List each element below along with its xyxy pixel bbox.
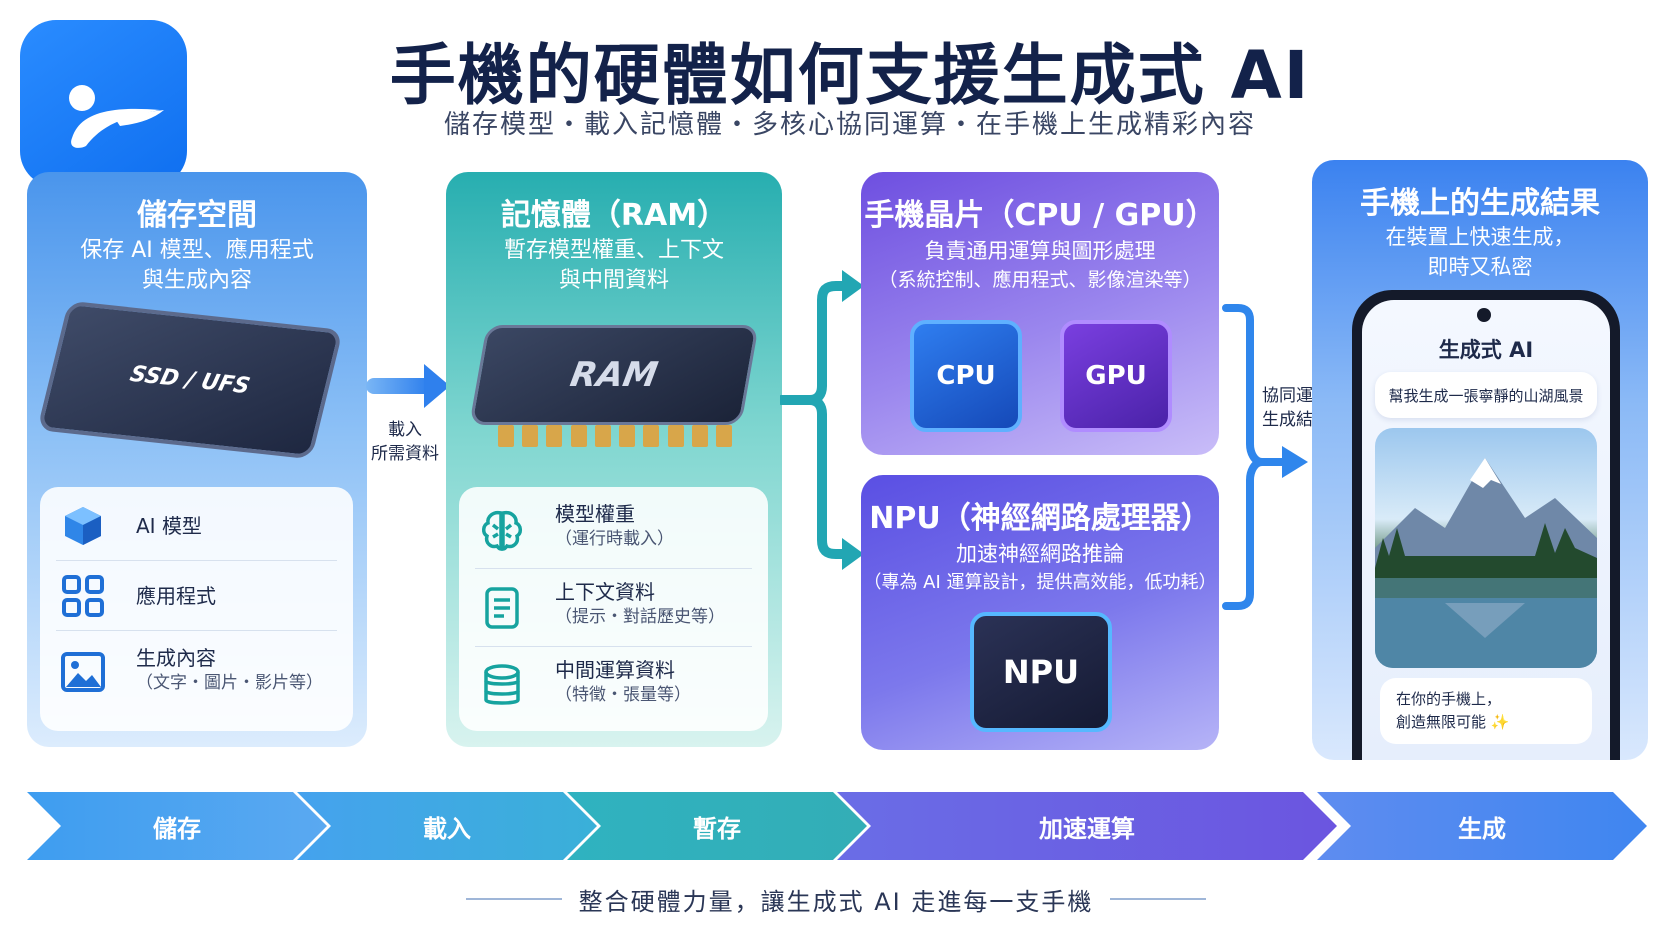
footer-tagline: 整合硬體力量，讓生成式 AI 走進每一支手機 bbox=[578, 888, 1094, 916]
list-item: 上下文資料 （提示・對話歷史等） bbox=[475, 569, 752, 647]
image-icon bbox=[60, 649, 106, 695]
app-logo bbox=[20, 20, 187, 187]
ram-pins-icon bbox=[490, 425, 740, 449]
load-arrow-icon bbox=[366, 364, 450, 408]
flow-step-cache: 暫存 bbox=[567, 792, 867, 860]
flow-step-store: 儲存 bbox=[27, 792, 327, 860]
result-desc-line2: 即時又私密 bbox=[1427, 255, 1533, 279]
page-subtitle: 儲存模型・載入記憶體・多核心協同運算・在手機上生成精彩內容 bbox=[443, 110, 1256, 140]
storage-item-list: AI 模型 應用程式 生成內容 （文字・圖片・影片等） bbox=[40, 487, 353, 731]
list-item-label: 中間運算資料 bbox=[555, 658, 675, 682]
list-item-label: 模型權重 bbox=[555, 502, 635, 526]
load-label-line2: 所需資料 bbox=[371, 444, 439, 464]
list-item-sub: （特徵・張量等） bbox=[555, 685, 691, 705]
process-flow: 儲存 載入 暫存 加速運算 生成 bbox=[27, 792, 1647, 860]
cpu-chip-icon: CPU bbox=[910, 320, 1022, 432]
cpu-gpu-title: 手機晶片（CPU / GPU） bbox=[864, 198, 1216, 233]
result-title: 手機上的生成結果 bbox=[1360, 186, 1600, 221]
ram-title: 記憶體（RAM） bbox=[500, 198, 728, 233]
load-label: 載入 所需資料 bbox=[362, 418, 448, 466]
list-item: 應用程式 bbox=[56, 561, 337, 631]
branch-arrow-icon bbox=[780, 270, 864, 570]
database-icon bbox=[479, 663, 525, 709]
npu-chip-icon: NPU bbox=[970, 612, 1112, 732]
npu-title: NPU（神經網路處理器） bbox=[869, 501, 1211, 536]
reply-bubble: 在你的手機上， 創造無限可能 ✨ bbox=[1380, 678, 1592, 744]
ram-chip-label: RAM bbox=[567, 355, 661, 395]
storage-desc-line1: 保存 AI 模型、應用程式 bbox=[80, 238, 314, 263]
list-item: 生成內容 （文字・圖片・影片等） bbox=[56, 631, 337, 721]
list-item-label: 生成內容 bbox=[136, 646, 216, 670]
footer-divider-left bbox=[466, 898, 562, 900]
gpu-chip-label: GPU bbox=[1085, 361, 1147, 391]
person-swoosh-icon bbox=[69, 85, 164, 148]
list-item-sub: （運行時載入） bbox=[555, 529, 674, 549]
storage-title: 儲存空間 bbox=[137, 198, 257, 233]
list-item: 模型權重 （運行時載入） bbox=[475, 491, 752, 569]
phone-app-title: 生成式 AI bbox=[1438, 338, 1534, 362]
flow-step-generate: 生成 bbox=[1317, 792, 1647, 860]
document-icon bbox=[479, 585, 525, 631]
cpu-chip-label: CPU bbox=[936, 361, 996, 391]
list-item-sub: （文字・圖片・影片等） bbox=[136, 673, 323, 693]
ssd-chip-label: SSD / UFS bbox=[127, 361, 253, 399]
list-item: AI 模型 bbox=[56, 491, 337, 561]
ram-desc-line1: 暫存模型權重、上下文 bbox=[503, 238, 724, 263]
page-title: 手機的硬體如何支援生成式 AI bbox=[389, 37, 1311, 114]
camera-icon bbox=[1477, 308, 1491, 322]
cpu-gpu-desc-line2: （系統控制、應用程式、影像渲染等） bbox=[878, 269, 1202, 291]
ram-chip-icon: RAM bbox=[469, 325, 759, 425]
apps-grid-icon bbox=[60, 573, 106, 619]
npu-desc-line1: 加速神經網路推論 bbox=[956, 542, 1124, 566]
brain-icon bbox=[479, 507, 525, 553]
result-desc-line1: 在裝置上快速生成， bbox=[1385, 225, 1575, 249]
list-item-label: AI 模型 bbox=[136, 514, 202, 538]
list-item: 中間運算資料 （特徵・張量等） bbox=[475, 647, 752, 727]
reply-line1: 在你的手機上， bbox=[1396, 690, 1502, 708]
footer-divider-right bbox=[1110, 898, 1206, 900]
npu-desc-line2: （專為 AI 運算設計，提供高效能，低功耗） bbox=[863, 572, 1217, 593]
list-item-label: 應用程式 bbox=[136, 584, 216, 608]
npu-chip-label: NPU bbox=[1002, 653, 1080, 691]
ram-desc-line2: 與中間資料 bbox=[558, 268, 669, 293]
ram-item-list: 模型權重 （運行時載入） 上下文資料 （提示・對話歷史等） 中間運算資料 （特徵… bbox=[459, 487, 768, 731]
cpu-gpu-desc-line1: 負責通用運算與圖形處理 bbox=[924, 239, 1156, 263]
cube-icon bbox=[60, 503, 106, 549]
list-item-label: 上下文資料 bbox=[555, 580, 655, 604]
load-label-line1: 載入 bbox=[388, 420, 422, 440]
merge-arrow-icon bbox=[1222, 304, 1308, 610]
gpu-chip-icon: GPU bbox=[1060, 320, 1172, 432]
storage-desc-line2: 與生成內容 bbox=[141, 268, 252, 293]
flow-step-load: 載入 bbox=[297, 792, 597, 860]
list-item-sub: （提示・對話歷史等） bbox=[555, 607, 725, 627]
flow-step-accelerate: 加速運算 bbox=[837, 792, 1337, 860]
mountain-lake-image bbox=[1375, 428, 1597, 668]
reply-line2: 創造無限可能 ✨ bbox=[1396, 713, 1510, 731]
prompt-bubble: 幫我生成一張寧靜的山湖風景 bbox=[1375, 372, 1597, 418]
